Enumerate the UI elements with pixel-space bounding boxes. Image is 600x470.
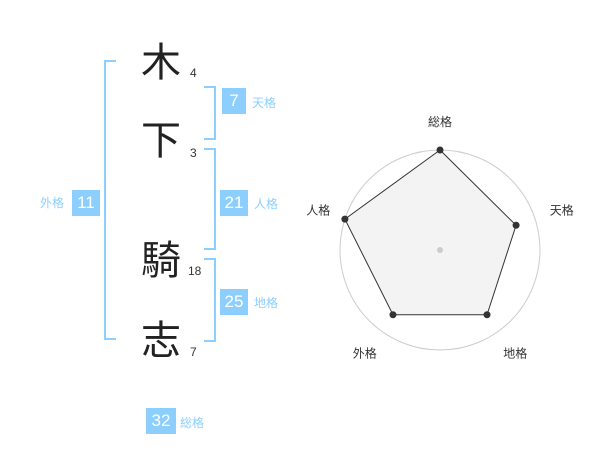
name-char-1: 木 bbox=[141, 40, 181, 86]
name-char-2: 下 bbox=[141, 118, 181, 164]
gaikaku-badge: 11 bbox=[72, 190, 100, 216]
stroke-count-3: 18 bbox=[188, 264, 202, 278]
chikaku-label: 地格 bbox=[254, 296, 279, 310]
name-char-4: 志 bbox=[141, 318, 181, 364]
name-char-3: 騎 bbox=[141, 238, 181, 284]
tenkaku-label: 天格 bbox=[252, 96, 277, 110]
radar-point-1 bbox=[512, 221, 520, 229]
chikaku-bracket bbox=[204, 258, 216, 342]
soukaku-label: 総格 bbox=[180, 416, 205, 430]
tenkaku-badge: 7 bbox=[222, 88, 246, 114]
jinkaku-label: 人格 bbox=[254, 197, 279, 211]
jinkaku-bracket bbox=[204, 148, 216, 250]
radar-axis-label-1: 天格 bbox=[550, 202, 574, 217]
gaikaku-label: 外格 bbox=[40, 196, 65, 210]
tenkaku-bracket bbox=[204, 86, 216, 140]
radar-point-0 bbox=[436, 146, 444, 154]
stroke-count-2: 3 bbox=[190, 146, 197, 160]
soukaku-badge: 32 bbox=[146, 408, 176, 434]
radar-axis-label-3: 外格 bbox=[353, 346, 377, 361]
radar-point-4 bbox=[341, 215, 349, 223]
stroke-count-4: 7 bbox=[190, 345, 197, 359]
stroke-count-1: 4 bbox=[190, 66, 197, 80]
chikaku-badge: 25 bbox=[220, 289, 248, 315]
radar-center-dot bbox=[437, 247, 443, 253]
radar-axis-label-4: 人格 bbox=[306, 202, 330, 217]
radar-point-3 bbox=[389, 311, 397, 319]
radar-axis-label-0: 総格 bbox=[428, 114, 452, 129]
radar-polygon bbox=[344, 149, 517, 316]
jinkaku-badge: 21 bbox=[220, 190, 248, 216]
radar-axis-label-2: 地格 bbox=[503, 346, 527, 361]
gaikaku-bracket bbox=[104, 60, 116, 340]
radar-point-2 bbox=[483, 311, 491, 319]
